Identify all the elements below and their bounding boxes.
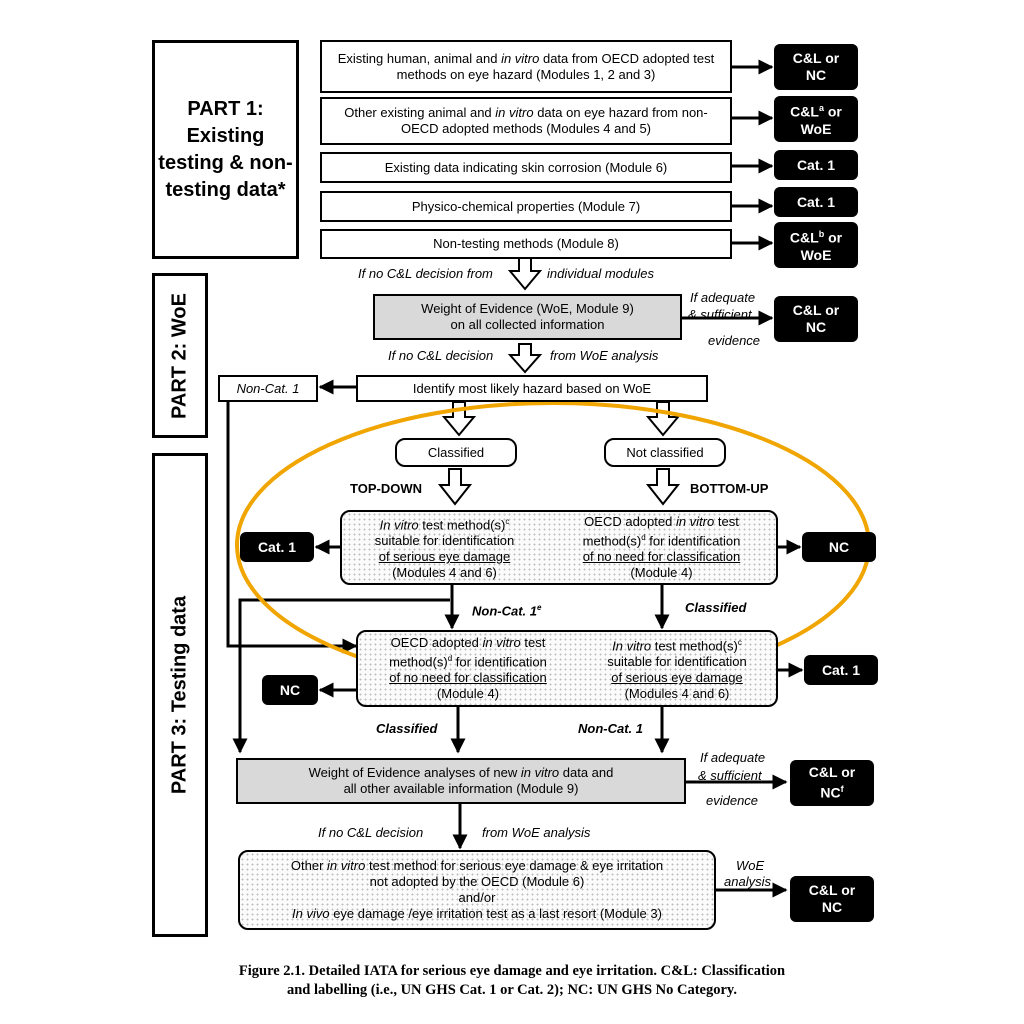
label-if-no-cl-decision-2: If no C&L decision <box>388 348 494 363</box>
part3-label: PART 3: Testing data <box>152 453 208 937</box>
label-top-down: TOP-DOWN <box>350 481 422 496</box>
module-box-8: Non-testing methods (Module 8) <box>320 229 732 259</box>
outcome-nc-bu: NC <box>802 532 876 562</box>
figure-caption: Figure 2.1. Detailed IATA for serious ey… <box>238 963 786 998</box>
label-classified-1: Classified <box>685 600 747 615</box>
module-box-6: Existing data indicating skin corrosion … <box>320 152 732 183</box>
label-sufficient-1: & sufficient <box>688 307 752 322</box>
outcome-cat1-m6: Cat. 1 <box>774 150 858 180</box>
module-box-7: Physico-chemical properties (Module 7) <box>320 191 732 222</box>
non-cat1-box: Non-Cat. 1 <box>218 375 318 402</box>
part2-label: PART 2: WoE <box>152 273 208 438</box>
wire-noncat-sec <box>226 402 358 654</box>
last-resort-box: Other in vitro test method for serious e… <box>238 850 716 930</box>
label-if-adequate-2: If adequate <box>700 750 766 765</box>
label-evidence-2: evidence <box>706 793 759 808</box>
identify-hazard-box: Identify most likely hazard based on WoE <box>356 375 708 402</box>
module-box-1-2-3: Existing human, animal and in vitro data… <box>320 40 732 93</box>
block-arrow-1 <box>507 257 543 291</box>
label-non-cat1-2: Non-Cat. 1 <box>578 721 643 736</box>
block-arrow-6 <box>645 468 681 506</box>
label-non-cat1-e: Non-Cat. 1e <box>472 603 542 619</box>
label-evidence-1: evidence <box>708 333 761 348</box>
outcome-cat1-td: Cat. 1 <box>240 532 314 562</box>
label-if-no-cl-decision: If no C&L decision from <box>358 266 493 281</box>
outcome-nc-sec: NC <box>262 675 318 705</box>
wire-td-woe2 <box>232 598 450 754</box>
module-box-4-5: Other existing animal and in vitro data … <box>320 97 732 145</box>
block-arrow-5 <box>437 468 473 506</box>
outcome-cat1-sec: Cat. 1 <box>804 655 878 685</box>
part1-label: PART 1: Existing testing & non-testing d… <box>152 40 299 259</box>
label-analysis: analysis <box>724 874 771 889</box>
label-if-adequate-1: If adequate <box>690 290 756 305</box>
not-classified-box: Not classified <box>604 438 726 467</box>
label-woe: WoE <box>736 858 765 873</box>
block-arrow-3 <box>441 401 477 437</box>
block-arrow-2 <box>507 343 543 374</box>
label-bottom-up: BOTTOM-UP <box>690 481 769 496</box>
classified-box: Classified <box>395 438 517 467</box>
label-from-woe-analysis: from WoE analysis <box>550 348 659 363</box>
label-classified-2: Classified <box>376 721 438 736</box>
woe-new-data-box: Weight of Evidence analyses of new in vi… <box>236 758 686 804</box>
label-from-woe-analysis-3: from WoE analysis <box>482 825 591 840</box>
block-arrow-4 <box>645 401 681 437</box>
outcome-cat1-m7: Cat. 1 <box>774 187 858 217</box>
label-sufficient-2: & sufficient <box>698 768 762 783</box>
woe-module9-box: Weight of Evidence (WoE, Module 9)on all… <box>373 294 682 340</box>
label-individual-modules: individual modules <box>547 266 654 281</box>
label-if-no-cl-decision-3: If no C&L decision <box>318 825 424 840</box>
